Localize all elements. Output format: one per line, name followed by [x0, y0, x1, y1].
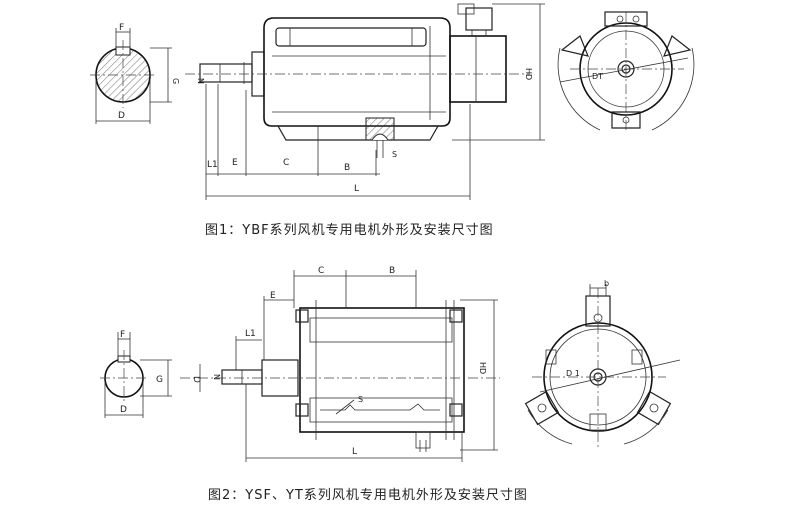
fig2-dim-E: E: [270, 291, 276, 301]
fig1-dim-DT: DT: [592, 72, 603, 81]
figure1-caption: 图1：YBF系列风机专用电机外形及安装尺寸图: [205, 223, 494, 238]
fig2-dim-D: D: [191, 376, 201, 383]
figure1-end-view: DT: [557, 11, 695, 131]
figure1-side-view: N S HD: [185, 3, 545, 200]
fig1-dim-B: B: [344, 163, 350, 173]
fig1-dim-HD: HD: [524, 68, 533, 80]
fig2-dim-L: L: [352, 447, 357, 457]
fig2-dim-C: C: [318, 266, 324, 276]
fig1-dim-E: E: [232, 158, 238, 168]
fig2-dim-F: F: [120, 330, 125, 340]
fig2-dim-B: B: [389, 266, 395, 276]
fig2-dim-N: N: [212, 374, 221, 380]
figure2-caption: 图2：YSF、YT系列风机专用电机外形及安装尺寸图: [208, 488, 528, 503]
figure2-shaft-section: F G D: [100, 330, 172, 418]
figure2-end-view: b D 1: [524, 279, 681, 450]
figure2-side-view: D N S HD C B: [180, 266, 500, 462]
fig1-dim-G: G: [171, 78, 180, 84]
fig1-dim-L1: L1: [207, 160, 218, 170]
fig1-dim-S: S: [392, 150, 397, 159]
fig2-dim-S: S: [358, 395, 363, 404]
fig2-dim-D1: D 1: [566, 369, 580, 378]
fig2-dim-L1: L1: [245, 329, 256, 339]
figure1-shaft-section: F G D: [90, 23, 180, 124]
fig1-dim-D: D: [118, 111, 125, 121]
fig2-dim-G: G: [156, 375, 163, 385]
fig1-dim-L: L: [354, 184, 359, 194]
fig1-dim-N: N: [196, 78, 205, 84]
fig2-dim-HD: HD: [478, 362, 487, 374]
fig1-dim-F: F: [119, 23, 124, 33]
fig2-dim-b: b: [604, 279, 609, 288]
fig2-dim-D-shaft: D: [120, 405, 127, 415]
fig1-dim-C: C: [283, 158, 289, 168]
